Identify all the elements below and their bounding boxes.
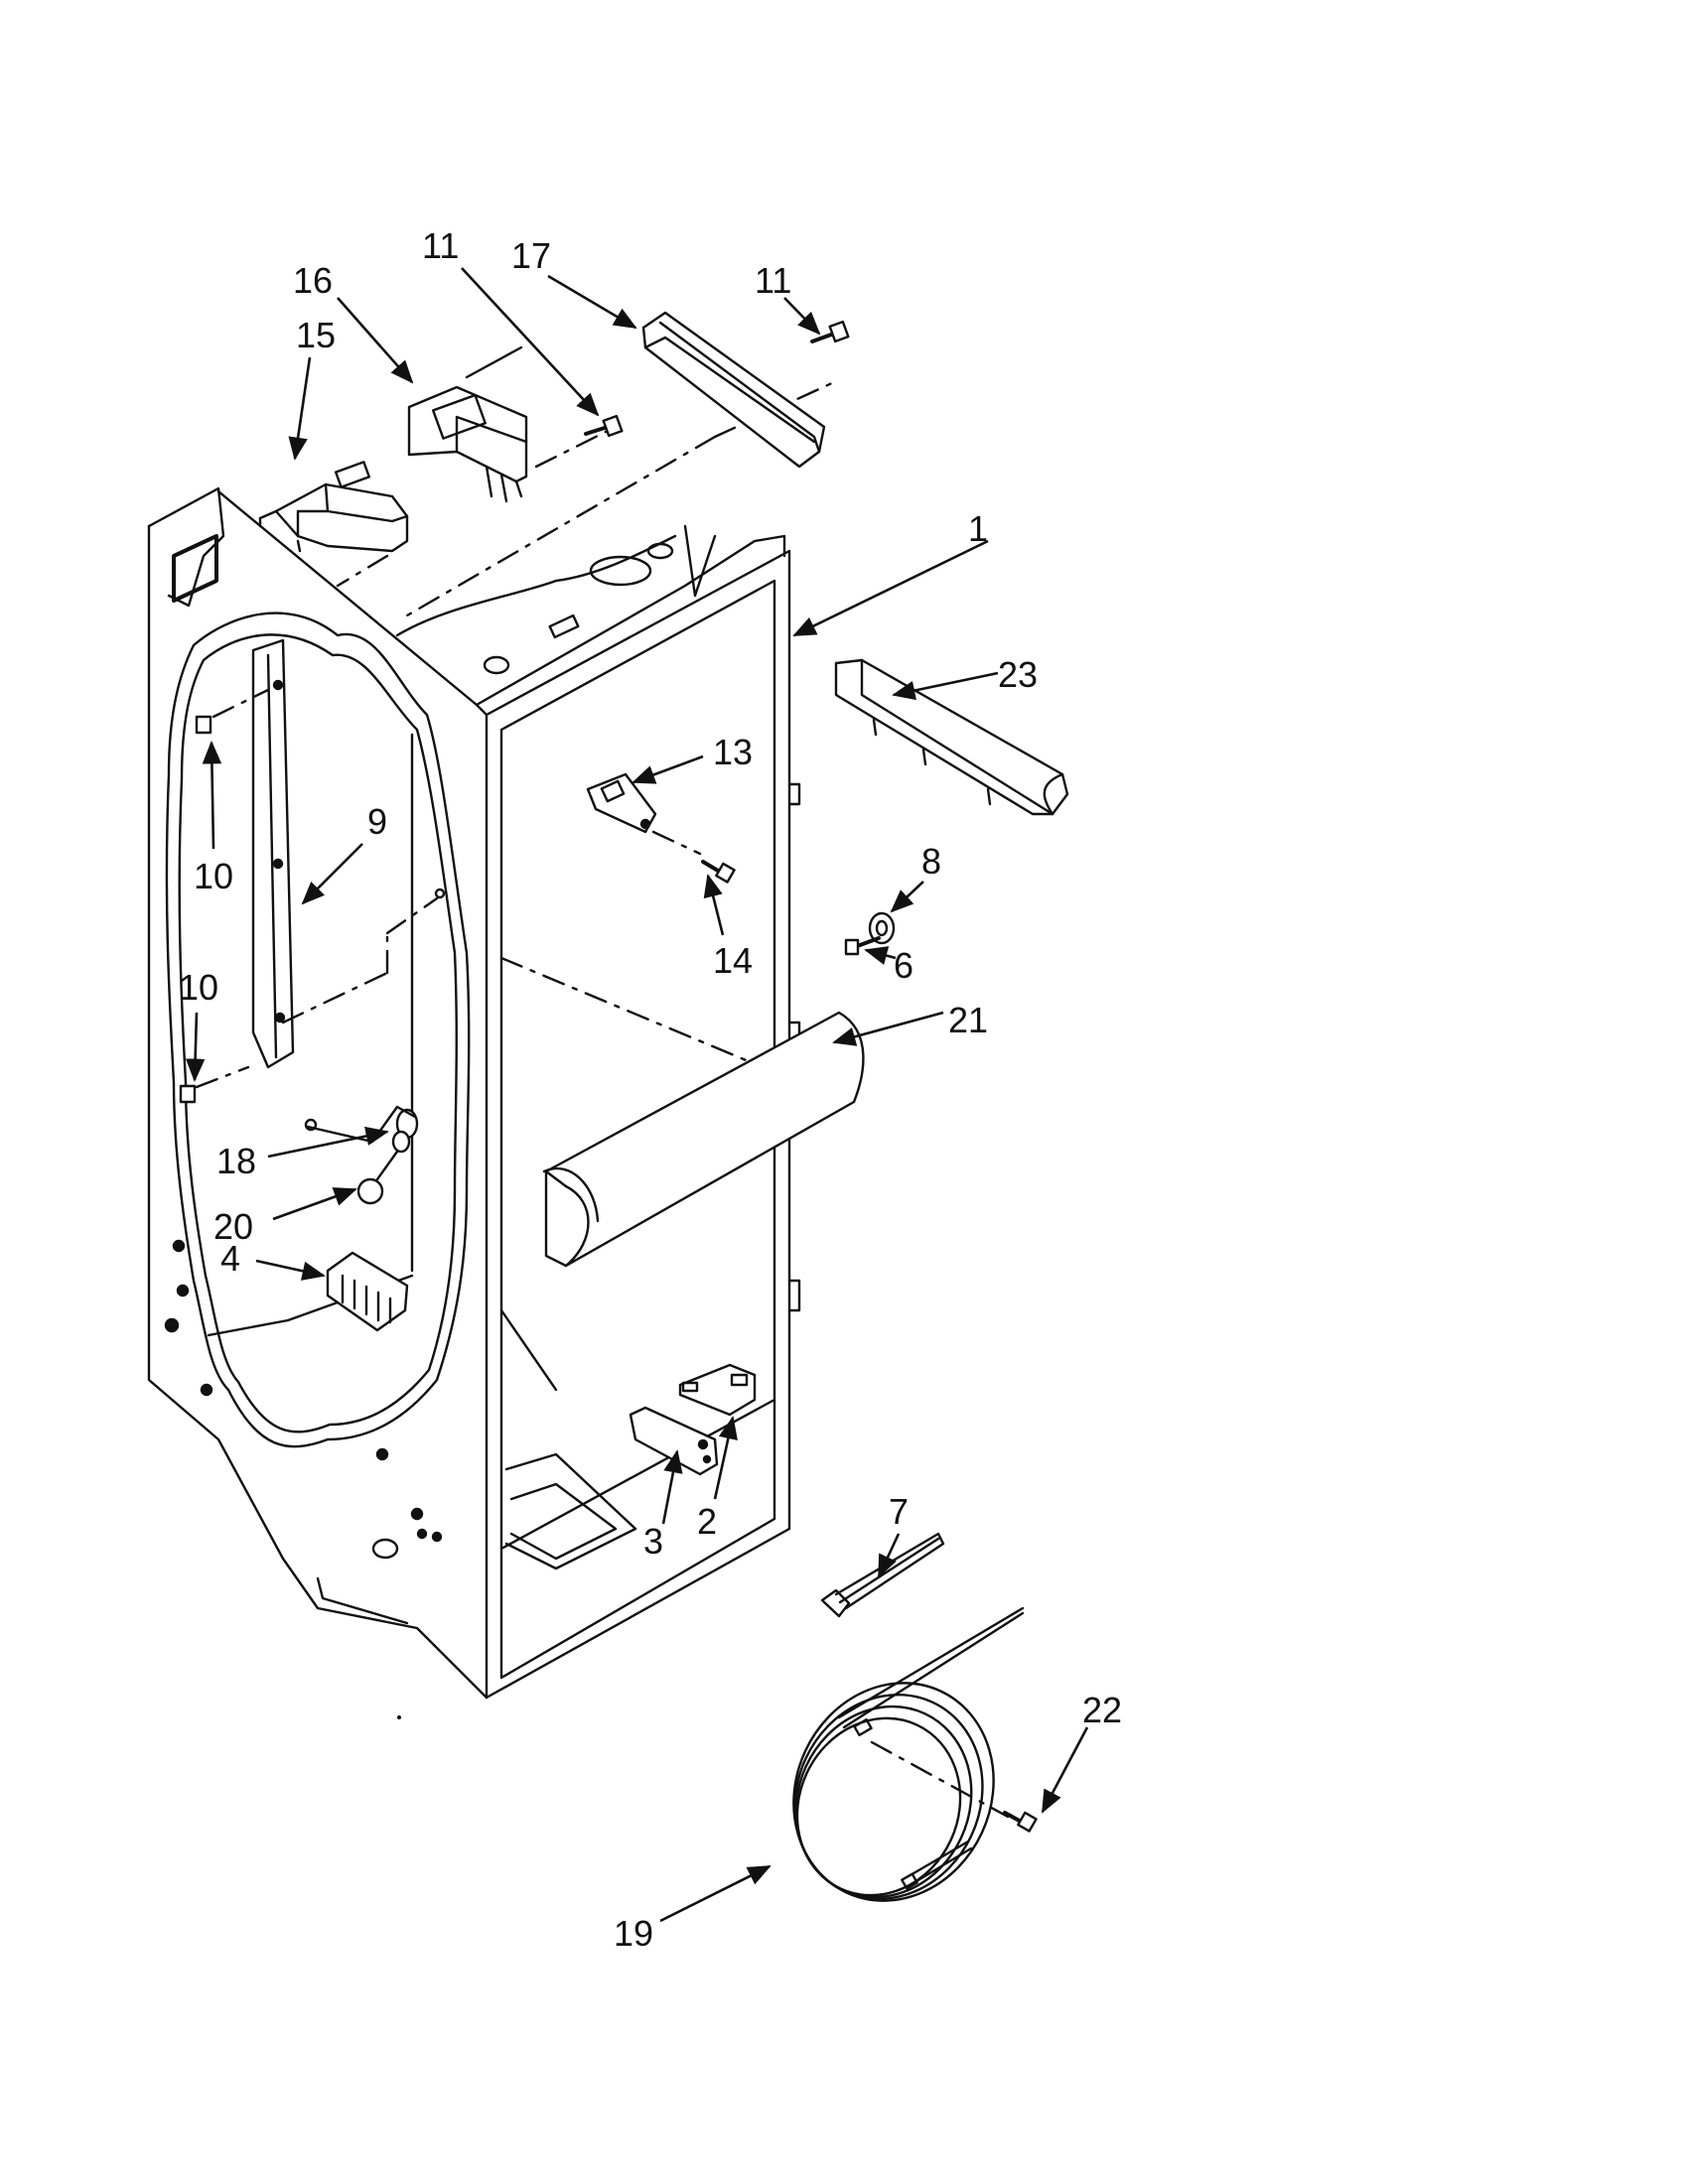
leader-23 <box>892 671 999 701</box>
speck <box>397 1715 401 1719</box>
callout-23: 23 <box>998 654 1038 695</box>
part-16-bracket <box>407 345 528 503</box>
part-3-bracket <box>629 1406 719 1476</box>
part-15-housing <box>258 461 409 553</box>
callout-7: 7 <box>889 1491 909 1532</box>
leader-13 <box>632 754 704 784</box>
callout-10a: 10 <box>194 856 233 896</box>
part-21-duct <box>542 1011 865 1268</box>
leader-3 <box>661 1449 683 1525</box>
part-9-rail <box>251 638 446 1069</box>
callout-11a: 11 <box>422 225 459 266</box>
leader-18 <box>267 1126 389 1159</box>
callout-9: 9 <box>367 801 387 842</box>
leader-6 <box>864 946 897 965</box>
part-2-bracket <box>678 1363 757 1417</box>
leader-10b <box>185 1012 206 1082</box>
callout-18: 18 <box>216 1141 256 1181</box>
part-8-washer <box>868 911 896 945</box>
part-17-rail <box>641 311 826 469</box>
part-19-tubing <box>792 1606 1025 1902</box>
callout-1: 1 <box>968 508 988 549</box>
leader-19 <box>659 1864 772 1923</box>
callout-8: 8 <box>921 841 941 882</box>
callout-3: 3 <box>643 1521 663 1562</box>
leader-11b <box>783 297 821 336</box>
screw-10-upper <box>195 688 270 735</box>
screw-22 <box>1003 1811 1038 1833</box>
callout-21: 21 <box>948 1000 988 1040</box>
leader-1 <box>792 539 989 637</box>
leader-17 <box>547 274 637 330</box>
callout-22: 22 <box>1082 1690 1122 1730</box>
callout-10b: 10 <box>179 967 218 1008</box>
part-13-bracket <box>586 772 702 856</box>
callout-19: 19 <box>614 1913 653 1954</box>
part-20-bulb <box>356 1150 399 1205</box>
leader-8 <box>890 881 924 913</box>
leader-16 <box>337 297 414 384</box>
callout-14: 14 <box>713 940 753 981</box>
leader-21 <box>832 1011 944 1046</box>
leader-14 <box>703 874 725 936</box>
callout-6: 6 <box>894 945 913 986</box>
leader-11a <box>461 267 600 417</box>
callout-2: 2 <box>697 1501 717 1542</box>
leader-4 <box>255 1259 326 1281</box>
part-18-socket <box>304 1105 419 1154</box>
screw-11-right <box>810 320 850 343</box>
screw-10-lower <box>179 1065 250 1104</box>
screw-11-left <box>584 414 624 438</box>
leader-22 <box>1041 1726 1089 1814</box>
part-4-grille <box>326 1251 409 1332</box>
leader-10a <box>202 741 222 850</box>
callout-15: 15 <box>296 315 336 355</box>
leader-2 <box>713 1416 738 1500</box>
callout-4: 4 <box>220 1238 240 1279</box>
callout-11b: 11 <box>755 260 791 301</box>
callout-20: 20 <box>213 1206 253 1247</box>
part-6-screw <box>844 936 881 956</box>
callout-13: 13 <box>713 732 753 772</box>
callout-16: 16 <box>293 260 333 301</box>
leader-7 <box>877 1533 901 1578</box>
leader-9 <box>301 843 363 905</box>
callout-numbers: 1 2 3 4 6 7 8 9 10 10 11 11 13 14 15 16 … <box>179 225 1122 1954</box>
part-7-cable-tie <box>820 1532 945 1618</box>
callout-17: 17 <box>511 235 551 276</box>
leader-lines <box>185 267 1089 1923</box>
leader-15 <box>288 356 312 461</box>
leader-20 <box>272 1187 357 1221</box>
cabinet-liner <box>147 486 801 1700</box>
